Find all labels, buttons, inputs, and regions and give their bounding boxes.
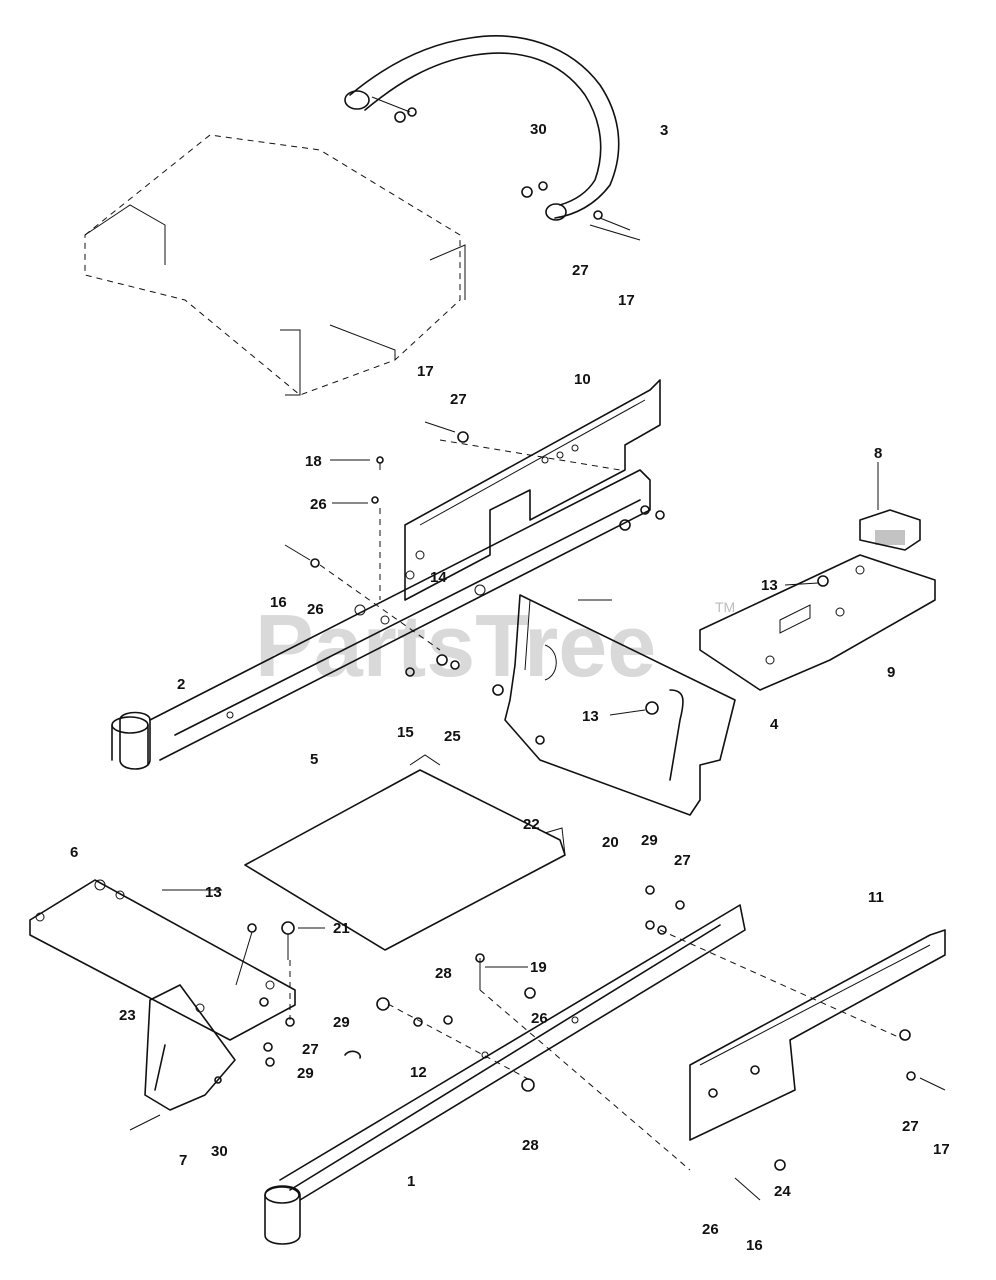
callout-23: 23 xyxy=(119,1007,136,1024)
callout-20: 20 xyxy=(602,834,619,851)
callout-21: 21 xyxy=(333,920,350,937)
callout-9: 9 xyxy=(887,664,895,681)
callout-27-top: 27 xyxy=(572,262,589,279)
callout-2: 2 xyxy=(177,676,185,693)
callout-25: 25 xyxy=(444,728,461,745)
left-main-rail-part xyxy=(111,469,651,770)
callout-28-lower: 28 xyxy=(522,1137,539,1154)
callout-12: 12 xyxy=(410,1064,427,1081)
handle-bar-part xyxy=(344,35,641,241)
callout-29-center: 29 xyxy=(641,832,658,849)
left-lower-rail-part xyxy=(29,879,296,1041)
fasteners-group-middle xyxy=(235,921,295,1067)
callout-7: 7 xyxy=(179,1152,187,1169)
callout-27-right: 27 xyxy=(902,1118,919,1135)
callout-3: 3 xyxy=(660,122,668,139)
watermark-text: PartsTree xyxy=(255,596,656,695)
callout-16-upper: 16 xyxy=(270,594,287,611)
callout-26-lower: 26 xyxy=(531,1010,548,1027)
callout-22: 22 xyxy=(523,816,540,833)
assembly-leader-lines xyxy=(289,439,906,1171)
callout-27-mid: 27 xyxy=(450,391,467,408)
callout-26-mid: 26 xyxy=(307,601,324,618)
callout-24: 24 xyxy=(774,1183,791,1200)
callout-19: 19 xyxy=(530,959,547,976)
right-vertical-bracket-part xyxy=(689,929,946,1141)
small-block-part xyxy=(859,509,921,551)
watermark-trademark: TM xyxy=(715,599,735,615)
callout-29-left-upper: 29 xyxy=(333,1014,350,1031)
callout-15: 15 xyxy=(397,724,414,741)
main-lower-rail-part xyxy=(264,904,746,1245)
callout-6: 6 xyxy=(70,844,78,861)
callout-1: 1 xyxy=(407,1173,415,1190)
callout-17-top: 17 xyxy=(618,292,635,309)
callout-18: 18 xyxy=(305,453,322,470)
lower-left-bracket-part xyxy=(129,984,236,1131)
callout-16-bottom: 16 xyxy=(746,1237,763,1254)
right-plate-part xyxy=(699,554,936,691)
callout-11: 11 xyxy=(868,889,884,906)
callout-29-left-lower: 29 xyxy=(297,1065,314,1082)
callout-26-bottom: 26 xyxy=(702,1221,719,1238)
callout-30-top: 30 xyxy=(530,121,547,138)
callout-27-left: 27 xyxy=(302,1041,319,1058)
callout-27-center: 27 xyxy=(674,852,691,869)
callout-labels: 30 3 27 17 17 27 10 18 26 8 16 26 14 13 … xyxy=(70,121,950,1254)
callout-26-upper: 26 xyxy=(310,496,327,513)
callout-10: 10 xyxy=(574,371,591,388)
callout-17-mid: 17 xyxy=(417,363,434,380)
callout-8: 8 xyxy=(874,445,882,462)
callout-4: 4 xyxy=(770,716,779,733)
callout-17-right: 17 xyxy=(933,1141,950,1158)
callout-28-upper: 28 xyxy=(435,965,452,982)
callout-13-center: 13 xyxy=(582,708,599,725)
fasteners-group-upper xyxy=(284,421,665,677)
callout-13-right: 13 xyxy=(761,577,778,594)
callout-5: 5 xyxy=(310,751,318,768)
callout-leaders xyxy=(162,459,879,968)
callout-14: 14 xyxy=(430,569,447,586)
callout-30-bottom: 30 xyxy=(211,1143,228,1160)
upper-right-bracket-part xyxy=(404,379,661,601)
center-bracket-part xyxy=(492,594,736,816)
floor-panel-part xyxy=(244,754,566,951)
fasteners-group-lower xyxy=(344,885,786,1201)
callout-13-left: 13 xyxy=(205,884,222,901)
seat-housing-outline xyxy=(84,134,466,396)
